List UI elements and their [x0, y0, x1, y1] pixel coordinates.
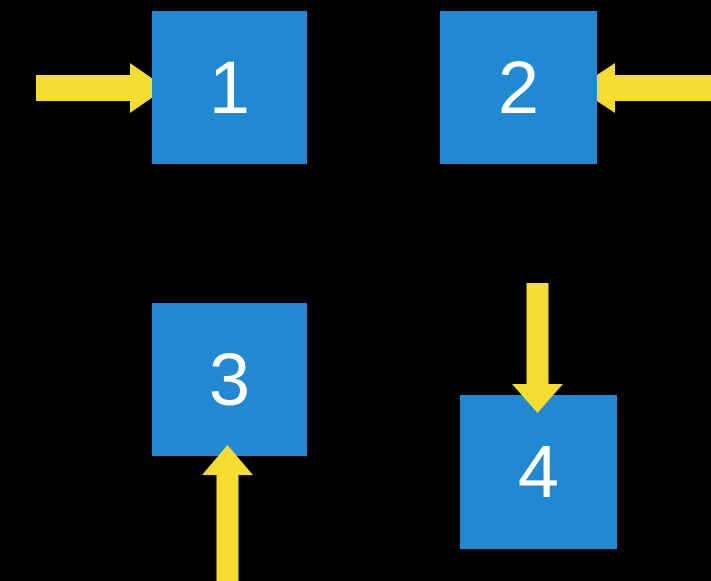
arrow-left-shape	[577, 63, 711, 113]
arrow-into-node-3-icon	[202, 445, 253, 581]
arrow-into-node-2-icon	[577, 63, 711, 113]
arrow-into-node-4-icon	[512, 283, 563, 413]
arrow-up-shape	[202, 445, 253, 581]
node-1[interactable]: 1	[152, 11, 307, 164]
node-3-label: 3	[208, 337, 251, 421]
node-1-label: 1	[208, 45, 251, 129]
node-2-label: 2	[497, 45, 540, 129]
node-4[interactable]: 4	[460, 395, 617, 549]
arrow-right-shape	[36, 63, 166, 113]
arrow-down-shape	[512, 283, 563, 413]
node-3[interactable]: 3	[152, 303, 307, 456]
arrow-into-node-1-icon	[36, 63, 166, 113]
node-2[interactable]: 2	[440, 11, 597, 164]
node-4-label: 4	[517, 430, 560, 513]
